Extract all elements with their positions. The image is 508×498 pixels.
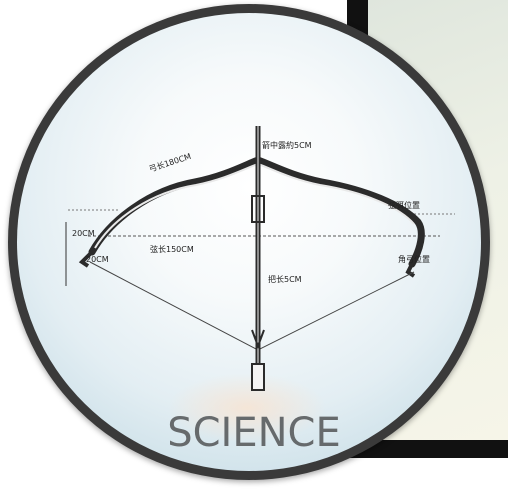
- arrow-nock: [251, 363, 265, 391]
- science-title: SCIENCE: [167, 410, 341, 456]
- bow-string: [89, 261, 415, 351]
- bow-tip-right: [405, 263, 416, 278]
- annotation-right-bottom: 角弓位置: [398, 254, 430, 264]
- badge-face: [17, 13, 481, 471]
- bow-tip-left: [78, 250, 94, 268]
- annotation-left-a: 20CM: [72, 229, 95, 238]
- annotation-left-limb: 弓长180CM: [148, 151, 193, 174]
- arrow-fletching: [251, 329, 265, 349]
- science-badge[interactable]: [8, 4, 490, 480]
- annotation-left-b: 20CM: [86, 255, 109, 264]
- annotation-string: 弦长150CM: [150, 244, 194, 254]
- annotation-top-arrow: 箭中露約5CM: [262, 140, 312, 150]
- annotation-right-top: 弦弭位置: [388, 200, 420, 210]
- annotation-grip: 把长5CM: [268, 274, 302, 284]
- bow-grip: [251, 195, 265, 223]
- bow-limb-highlight: [94, 162, 415, 249]
- bow-limb-outer: [88, 156, 425, 268]
- badge-glow: [167, 373, 327, 443]
